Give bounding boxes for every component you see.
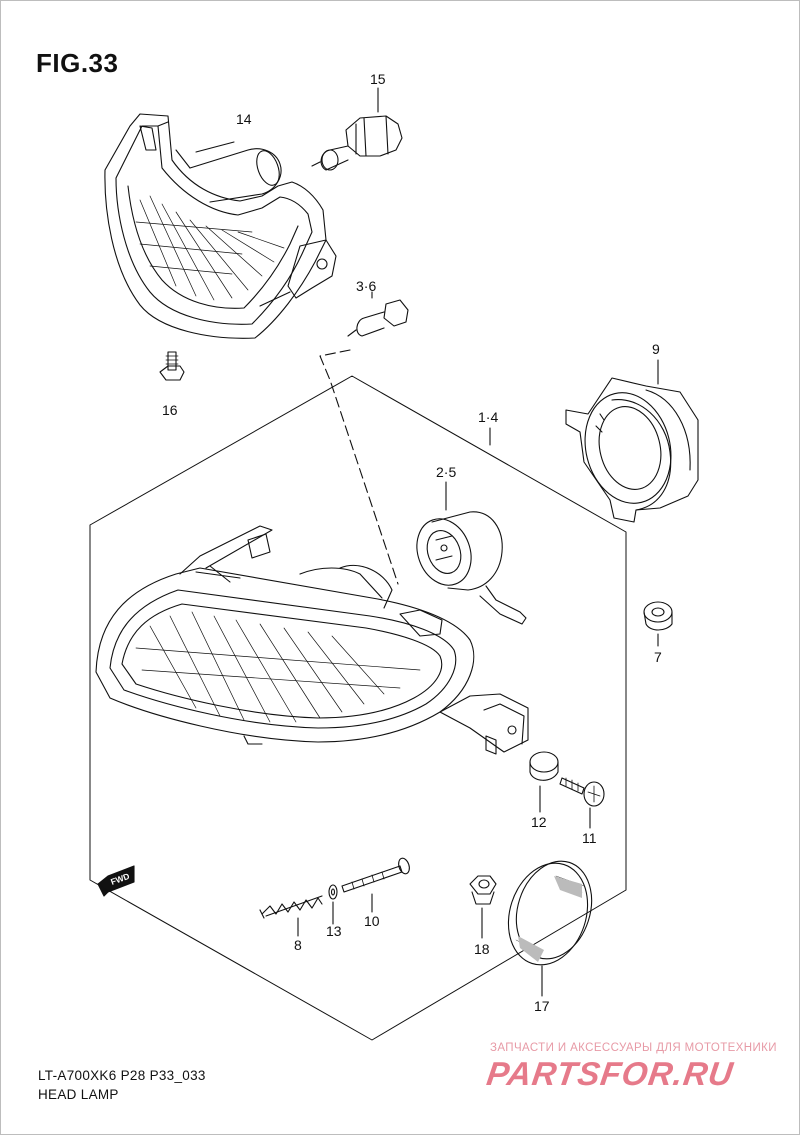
model-code: LT-A700XK6 P28 P33_033 (38, 1068, 206, 1083)
part-16-screw (159, 351, 185, 381)
part-2-5-socket-wire (416, 481, 527, 625)
part-8-spring (259, 895, 323, 937)
part-15-bulb (311, 87, 403, 171)
callout-2-5: 2·5 (436, 464, 456, 480)
part-3-6-small-bulb (347, 291, 409, 337)
callout-14: 14 (236, 111, 252, 127)
part-11-bolt (559, 777, 605, 829)
section-name: HEAD LAMP (38, 1087, 119, 1102)
part-18-nut (469, 875, 497, 939)
callout-11: 11 (582, 830, 597, 846)
callout-1-4: 1·4 (478, 409, 498, 425)
callout-7: 7 (654, 649, 662, 665)
part-14-headlamp-top (104, 113, 337, 339)
watermark-logo: PARTSFOR.RU (484, 1056, 735, 1093)
part-1-4-main-headlamp (95, 525, 529, 755)
assembly-group-outline (89, 349, 627, 1041)
part-7-grommet (643, 601, 673, 647)
part-17-reflector (507, 860, 593, 997)
callout-8: 8 (294, 937, 302, 953)
callout-16: 16 (162, 402, 178, 418)
callout-9: 9 (652, 341, 660, 357)
callout-labels: 14 15 3·6 16 1·4 2·5 9 7 12 11 8 13 10 1… (162, 71, 662, 1014)
figure-title: FIG.33 (36, 48, 119, 78)
watermark-brand: PARTSFOR.RU (484, 1056, 735, 1093)
callout-3-6: 3·6 (356, 278, 376, 294)
fwd-direction-arrow: FWD (97, 865, 135, 897)
part-13-washer (328, 884, 338, 925)
part-9-mounting-ring (565, 359, 699, 523)
callout-17: 17 (534, 998, 550, 1014)
watermark-tagline: ЗАПЧАСТИ И АКСЕССУАРЫ ДЛЯ МОТОТЕХНИКИ (490, 1042, 777, 1054)
callout-15: 15 (370, 71, 386, 87)
part-12-collar (529, 751, 559, 813)
callout-18: 18 (474, 941, 490, 957)
callout-12: 12 (531, 814, 547, 830)
callout-10: 10 (364, 913, 380, 929)
part-10-long-bolt (341, 857, 410, 913)
callout-13: 13 (326, 923, 342, 939)
